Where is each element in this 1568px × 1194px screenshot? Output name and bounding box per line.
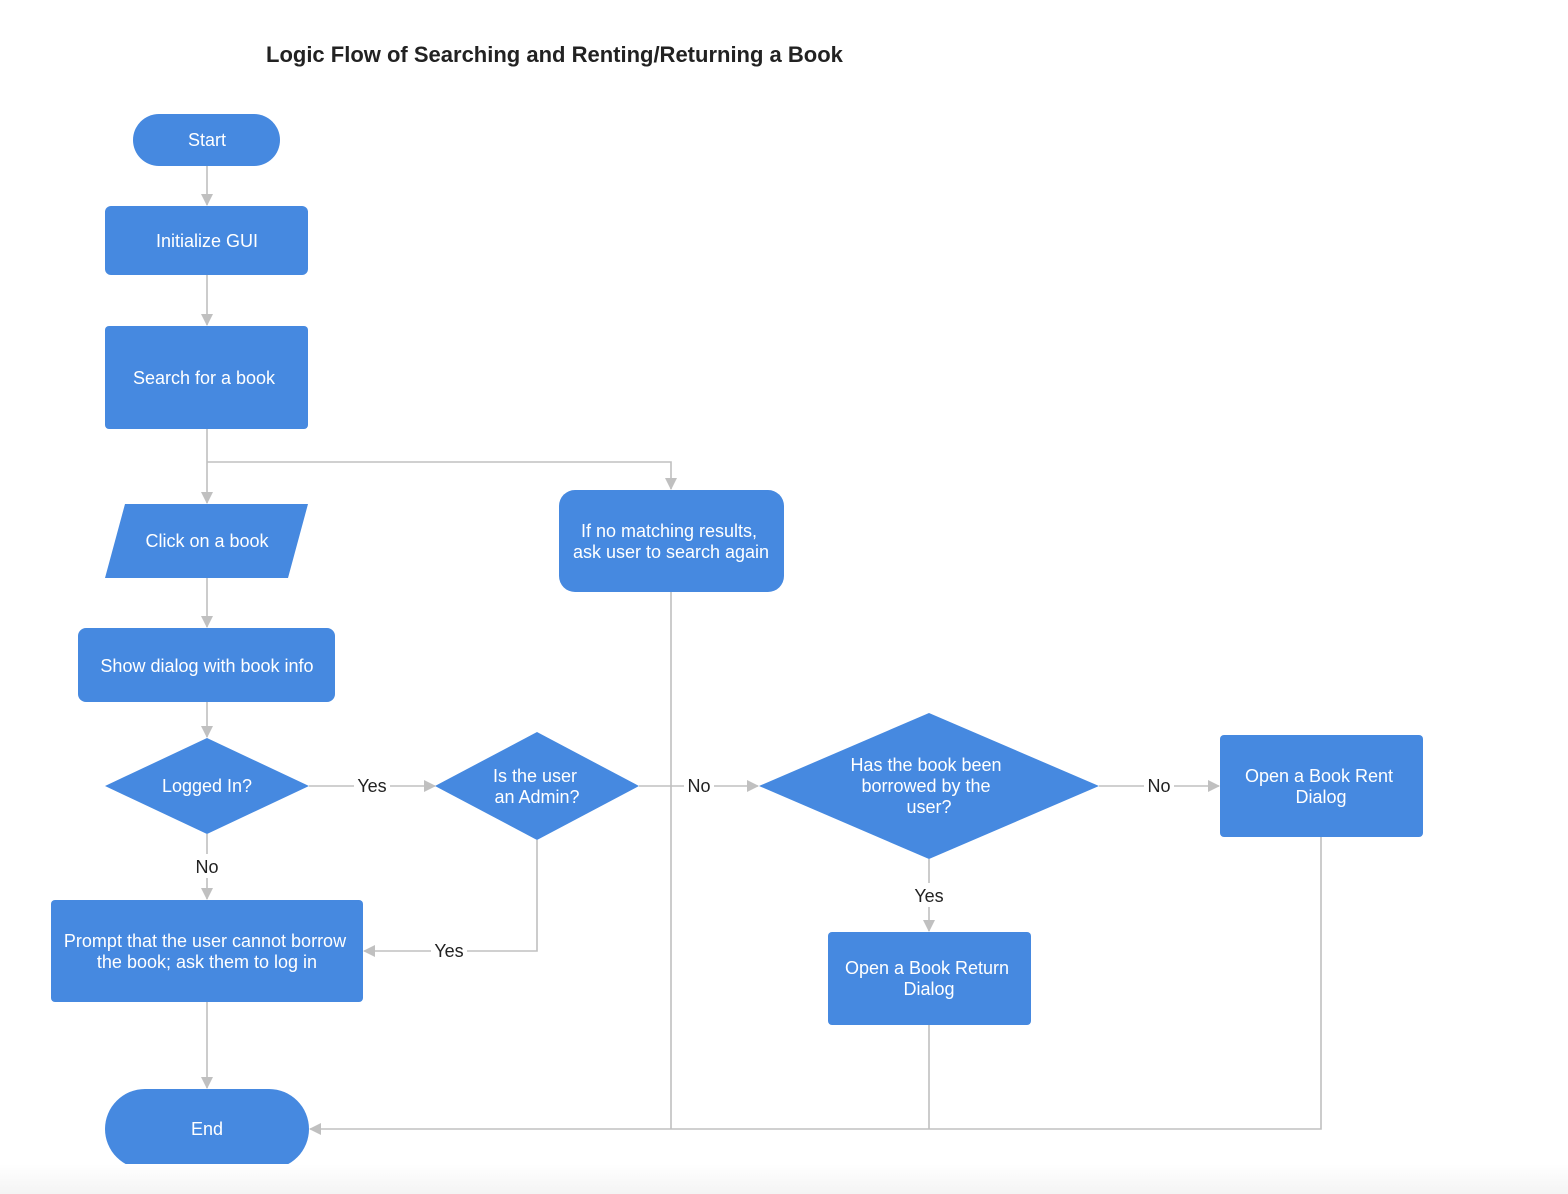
logged-in-label: Logged In? xyxy=(162,776,252,796)
page-title: Logic Flow of Searching and Renting/Retu… xyxy=(266,42,843,67)
prompt-login-node: Prompt that the user cannot borrow the b… xyxy=(51,900,363,1002)
connectors xyxy=(201,166,1322,1135)
show-dialog-node: Show dialog with book info xyxy=(78,628,335,702)
search-label: Search for a book xyxy=(133,368,276,388)
borrowed-decision: Has the book been borrowed by the user? xyxy=(759,713,1099,859)
logged-in-decision: Logged In? xyxy=(105,738,309,834)
end-label: End xyxy=(191,1119,223,1139)
borrowed-label-line2: borrowed by the xyxy=(861,776,990,796)
search-node: Search for a book xyxy=(105,326,308,429)
is-admin-label-line2: an Admin? xyxy=(494,787,579,807)
edge-label-admin-no: No xyxy=(687,776,710,796)
borrowed-label-line1: Has the book been xyxy=(850,755,1001,775)
initialize-gui-label: Initialize GUI xyxy=(156,231,258,251)
click-book-node: Click on a book xyxy=(105,504,308,578)
end-node: End xyxy=(105,1089,309,1169)
click-book-label: Click on a book xyxy=(145,531,269,551)
is-admin-decision: Is the user an Admin? xyxy=(435,732,639,840)
edge-labels: Yes No No Yes No Yes xyxy=(192,774,1174,963)
prompt-login-label-line1: Prompt that the user cannot borrow xyxy=(64,931,347,951)
is-admin-label-line1: Is the user xyxy=(493,766,577,786)
edge-label-borrowed-no: No xyxy=(1147,776,1170,796)
edge-label-admin-yes: Yes xyxy=(434,941,463,961)
edge-search-to-noresults xyxy=(207,461,677,490)
rent-dialog-node: Open a Book Rent Dialog xyxy=(1220,735,1423,837)
edge-label-logged-yes: Yes xyxy=(357,776,386,796)
return-dialog-node: Open a Book Return Dialog xyxy=(828,932,1031,1025)
canvas-bottom-edge xyxy=(0,1164,1568,1194)
no-results-node: If no matching results, ask user to sear… xyxy=(559,490,784,592)
prompt-login-label-line2: the book; ask them to log in xyxy=(97,952,317,972)
borrowed-label-line3: user? xyxy=(906,797,951,817)
show-dialog-label: Show dialog with book info xyxy=(100,656,313,676)
start-node: Start xyxy=(133,114,280,166)
rent-dialog-label-line1: Open a Book Rent xyxy=(1245,766,1393,786)
edge-admin-yes xyxy=(363,840,538,957)
initialize-gui-node: Initialize GUI xyxy=(105,206,308,275)
edge-label-logged-no: No xyxy=(195,857,218,877)
edge-label-borrowed-yes: Yes xyxy=(914,886,943,906)
edge-rent-to-end xyxy=(309,837,1322,1135)
rent-dialog-label-line2: Dialog xyxy=(1295,787,1346,807)
return-dialog-label-line1: Open a Book Return xyxy=(845,958,1009,978)
start-label: Start xyxy=(188,130,226,150)
return-dialog-label-line2: Dialog xyxy=(903,979,954,999)
no-results-label-line2: ask user to search again xyxy=(573,542,769,562)
no-results-label-line1: If no matching results, xyxy=(581,521,757,541)
